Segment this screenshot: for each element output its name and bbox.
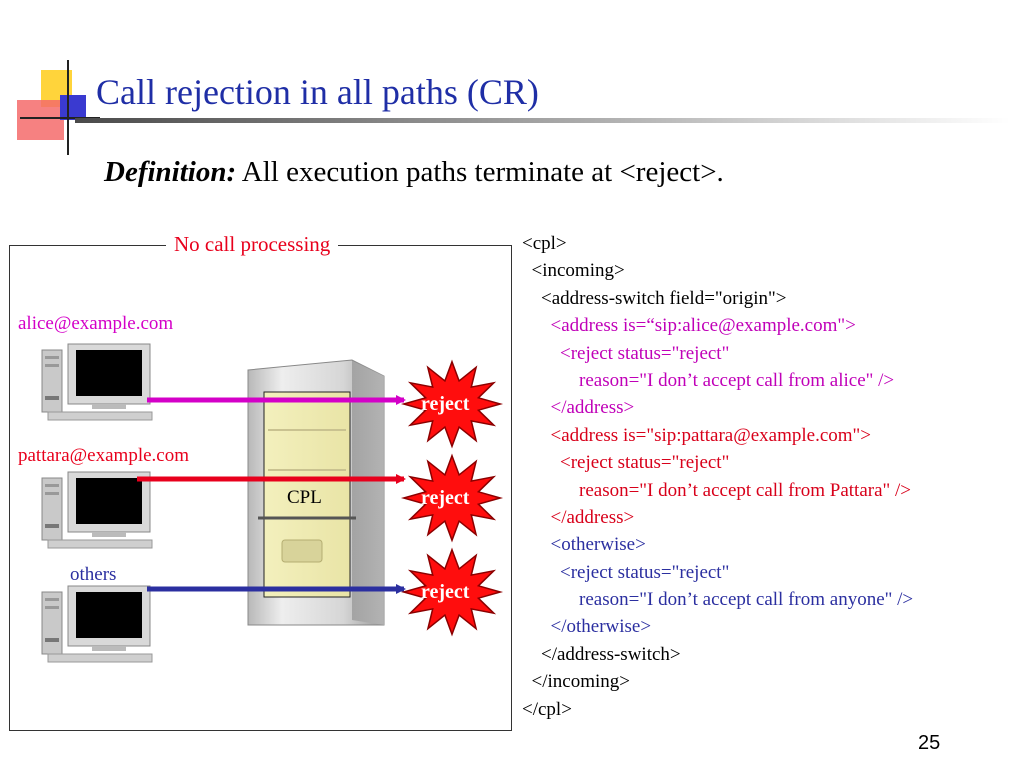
code-line: </address-switch> [522, 643, 681, 665]
client-label-pattara: pattara@example.com [18, 445, 189, 466]
page-title: Call rejection in all paths (CR) [96, 72, 539, 112]
server-tower [247, 359, 385, 626]
code-line: <reject status="reject" [522, 561, 730, 583]
reject-bursts [400, 359, 504, 637]
code-line: </otherwise> [522, 616, 652, 638]
code-line: </cpl> [522, 698, 572, 720]
code-line: <address is="sip:pattara@example.com"> [522, 424, 872, 446]
code-line: <incoming> [522, 260, 625, 282]
cpl-code-block: <cpl> <incoming> <address-switch field="… [522, 230, 913, 723]
diagram-title: No call processing [166, 230, 339, 258]
reject-burst [400, 359, 504, 449]
code-line: <otherwise> [522, 534, 646, 556]
title-underline [75, 118, 1010, 123]
code-line: reason="I don’t accept call from alice" … [522, 369, 895, 391]
code-line: <reject status="reject" [522, 452, 730, 474]
code-line: <reject status="reject" [522, 342, 730, 364]
page-number: 25 [918, 732, 941, 754]
reject-label-alice: reject [421, 393, 470, 415]
code-line: </address> [522, 397, 635, 419]
code-line: reason="I don’t accept call from Pattara… [522, 479, 912, 501]
definition-text: All execution paths terminate at <reject… [236, 156, 724, 188]
reject-label-pattara: reject [421, 487, 470, 509]
client-label-others: others [70, 564, 117, 585]
server-label: CPL [287, 487, 322, 508]
corner-logo [17, 60, 100, 155]
reject-label-others: reject [421, 581, 470, 603]
code-line: </address> [522, 506, 635, 528]
code-line: <address-switch field="origin"> [522, 287, 787, 309]
code-line: </incoming> [522, 671, 630, 693]
code-line: <address is=“sip:alice@example.com"> [522, 315, 856, 337]
code-line: reason="I don’t accept call from anyone"… [522, 589, 914, 611]
code-line: <cpl> [522, 233, 567, 254]
reject-burst [400, 547, 504, 637]
definition-label: Definition: [104, 156, 237, 188]
definition: Definition: All execution paths terminat… [104, 152, 724, 192]
reject-burst [400, 453, 504, 543]
client-label-alice: alice@example.com [18, 313, 174, 334]
